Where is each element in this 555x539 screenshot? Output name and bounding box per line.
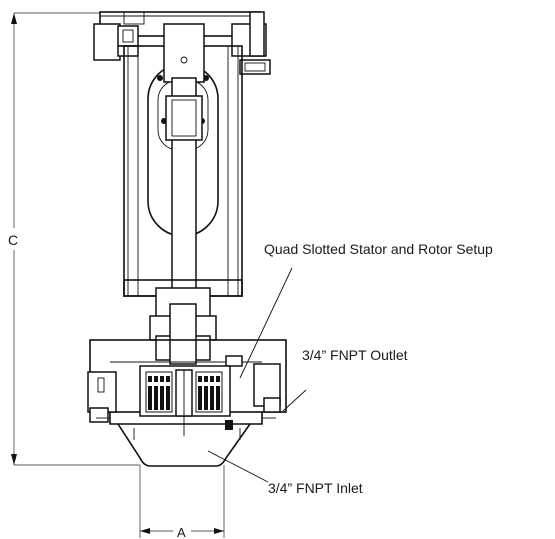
callout-inlet: 3/4” FNPT Inlet [207, 450, 363, 496]
stator-rotor-label: Quad Slotted Stator and Rotor Setup [264, 241, 493, 257]
valve-body [87, 339, 287, 425]
inlet-bowl [117, 423, 251, 467]
dimension-c-label: C [8, 232, 18, 248]
dimension-a-label: A [177, 525, 186, 539]
inlet-label: 3/4” FNPT Inlet [268, 480, 363, 496]
outlet-label: 3/4” FNPT Outlet [302, 347, 408, 363]
stator-rotor [139, 365, 233, 436]
dimension-a: A [139, 465, 225, 539]
actuator-housing [93, 11, 271, 297]
coupling [123, 279, 243, 365]
dimension-c: C [8, 12, 140, 466]
callout-outlet: 3/4” FNPT Outlet [282, 347, 408, 412]
callout-stator-rotor: Quad Slotted Stator and Rotor Setup [239, 241, 493, 379]
